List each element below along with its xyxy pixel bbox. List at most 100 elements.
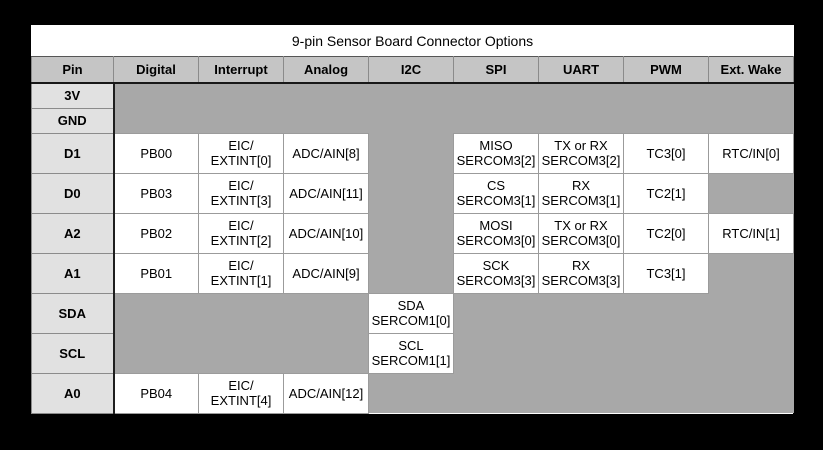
cell: TC3[0] bbox=[623, 132, 709, 174]
cell bbox=[368, 83, 454, 108]
connector-table-card: 9-pin Sensor Board Connector Options Pin… bbox=[31, 25, 794, 414]
pin-label-cell: A0 bbox=[31, 372, 115, 414]
cell bbox=[453, 83, 539, 108]
cell bbox=[708, 293, 794, 333]
col-header-analog: Analog bbox=[283, 56, 369, 84]
cell bbox=[538, 333, 624, 373]
cell: RX SERCOM3[1] bbox=[538, 172, 624, 214]
pin-label-cell: GND bbox=[31, 107, 115, 134]
cell: PB04 bbox=[113, 372, 199, 414]
table-row-a1: A1 PB01 EIC/ EXTINT[1] ADC/AIN[9] SCK SE… bbox=[31, 252, 794, 294]
cell: ADC/AIN[11] bbox=[283, 172, 369, 214]
cell: ADC/AIN[8] bbox=[283, 132, 369, 174]
cell: SDA SERCOM1[0] bbox=[368, 292, 454, 334]
table-row-d1: D1 PB00 EIC/ EXTINT[0] ADC/AIN[8] MISO S… bbox=[31, 132, 794, 174]
cell bbox=[538, 373, 624, 413]
cell: MOSI SERCOM3[0] bbox=[453, 212, 539, 254]
cell bbox=[368, 213, 454, 253]
cell bbox=[198, 333, 284, 373]
cell: EIC/ EXTINT[0] bbox=[198, 132, 284, 174]
pin-label-cell: A1 bbox=[31, 252, 115, 294]
cell: EIC/ EXTINT[4] bbox=[198, 372, 284, 414]
cell bbox=[198, 108, 284, 133]
cell: TX or RX SERCOM3[0] bbox=[538, 212, 624, 254]
cell: PB01 bbox=[113, 252, 199, 294]
cell: PB00 bbox=[113, 132, 199, 174]
cell: TC3[1] bbox=[623, 252, 709, 294]
cell bbox=[708, 373, 794, 413]
pin-label-cell: D0 bbox=[31, 172, 115, 214]
pin-label-cell: 3V bbox=[31, 82, 115, 109]
cell bbox=[623, 293, 709, 333]
table-row-scl: SCL SCL SERCOM1[1] bbox=[31, 332, 794, 374]
cell bbox=[623, 83, 709, 108]
table-row-3v: 3V bbox=[31, 82, 794, 109]
cell bbox=[623, 373, 709, 413]
col-header-interrupt: Interrupt bbox=[198, 56, 284, 84]
cell bbox=[708, 253, 794, 293]
cell: RTC/IN[0] bbox=[708, 132, 794, 174]
cell: ADC/AIN[12] bbox=[283, 372, 369, 414]
col-header-digital: Digital bbox=[113, 56, 199, 84]
cell bbox=[368, 173, 454, 213]
table-row-a0: A0 PB04 EIC/ EXTINT[4] ADC/AIN[12] bbox=[31, 372, 794, 414]
cell: EIC/ EXTINT[3] bbox=[198, 172, 284, 214]
table-row-d0: D0 PB03 EIC/ EXTINT[3] ADC/AIN[11] CS SE… bbox=[31, 172, 794, 214]
cell: EIC/ EXTINT[1] bbox=[198, 252, 284, 294]
table-row-a2: A2 PB02 EIC/ EXTINT[2] ADC/AIN[10] MOSI … bbox=[31, 212, 794, 254]
col-header-spi: SPI bbox=[453, 56, 539, 84]
cell bbox=[453, 108, 539, 133]
cell: RTC/IN[1] bbox=[708, 212, 794, 254]
cell bbox=[368, 373, 454, 413]
cell bbox=[368, 108, 454, 133]
pin-label-cell: SDA bbox=[31, 292, 115, 334]
cell bbox=[368, 253, 454, 293]
cell: EIC/ EXTINT[2] bbox=[198, 212, 284, 254]
title-row: 9-pin Sensor Board Connector Options bbox=[31, 25, 794, 57]
cell bbox=[453, 373, 539, 413]
cell: TC2[1] bbox=[623, 172, 709, 214]
cell bbox=[538, 108, 624, 133]
cell: CS SERCOM3[1] bbox=[453, 172, 539, 214]
cell bbox=[283, 333, 369, 373]
col-header-uart: UART bbox=[538, 56, 624, 84]
cell bbox=[623, 108, 709, 133]
cell: ADC/AIN[10] bbox=[283, 212, 369, 254]
cell: SCL SERCOM1[1] bbox=[368, 332, 454, 374]
cell bbox=[113, 83, 199, 108]
pin-label-cell: A2 bbox=[31, 212, 115, 254]
cell bbox=[368, 133, 454, 173]
cell bbox=[283, 293, 369, 333]
cell bbox=[283, 83, 369, 108]
cell: MISO SERCOM3[2] bbox=[453, 132, 539, 174]
cell: TX or RX SERCOM3[2] bbox=[538, 132, 624, 174]
cell bbox=[453, 333, 539, 373]
cell: ADC/AIN[9] bbox=[283, 252, 369, 294]
table-row-sda: SDA SDA SERCOM1[0] bbox=[31, 292, 794, 334]
cell bbox=[453, 293, 539, 333]
table-row-gnd: GND bbox=[31, 107, 794, 134]
cell bbox=[113, 333, 199, 373]
cell: SCK SERCOM3[3] bbox=[453, 252, 539, 294]
cell bbox=[623, 333, 709, 373]
cell: PB02 bbox=[113, 212, 199, 254]
col-header-pin: Pin bbox=[31, 56, 114, 84]
pin-label-cell: D1 bbox=[31, 132, 115, 174]
cell bbox=[708, 173, 794, 213]
cell bbox=[708, 108, 794, 133]
header-row: Pin Digital Interrupt Analog I2C SPI UAR… bbox=[31, 56, 794, 84]
connector-options-table: 9-pin Sensor Board Connector Options Pin… bbox=[31, 25, 794, 414]
table-title: 9-pin Sensor Board Connector Options bbox=[31, 25, 794, 57]
pin-label-cell: SCL bbox=[31, 332, 115, 374]
col-header-i2c: I2C bbox=[368, 56, 454, 84]
cell bbox=[198, 293, 284, 333]
cell: PB03 bbox=[113, 172, 199, 214]
cell bbox=[198, 83, 284, 108]
cell: TC2[0] bbox=[623, 212, 709, 254]
col-header-ext-wake: Ext. Wake bbox=[708, 56, 794, 84]
cell bbox=[283, 108, 369, 133]
cell bbox=[708, 333, 794, 373]
cell bbox=[113, 108, 199, 133]
cell bbox=[708, 83, 794, 108]
